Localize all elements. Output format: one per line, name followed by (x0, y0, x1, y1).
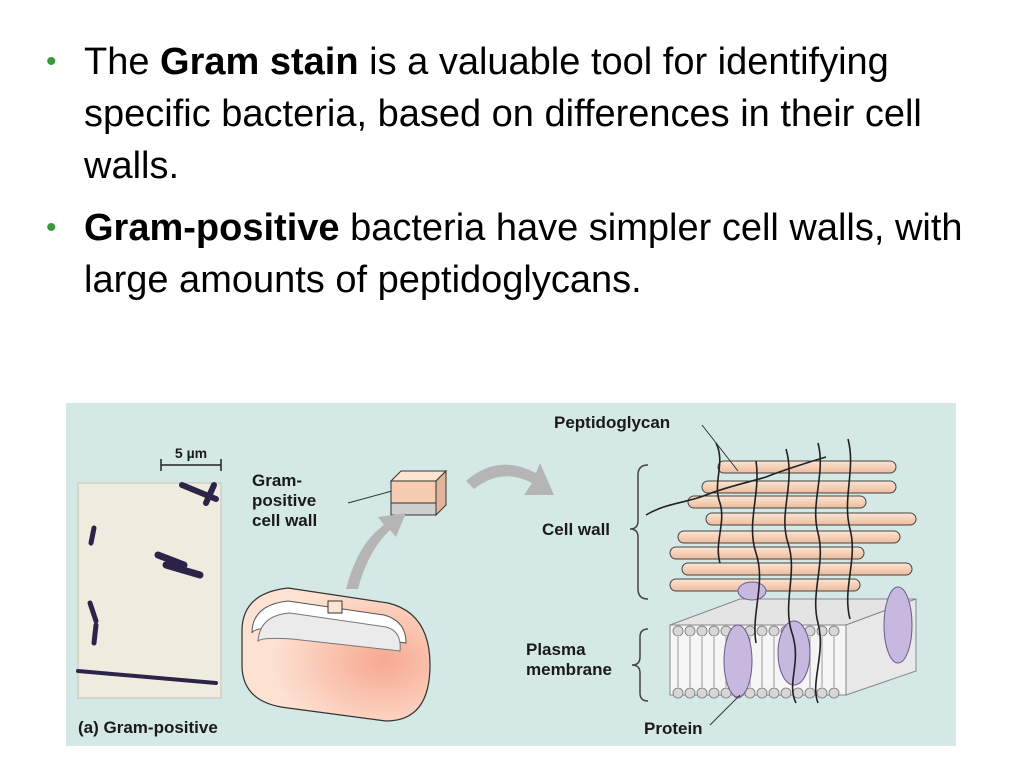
scale-bar: 5 µm (160, 445, 222, 471)
gram-positive-figure: 5 µm Gram- positive cell wall (66, 403, 956, 746)
protein-2 (777, 620, 811, 686)
bacterium-cell (241, 587, 431, 722)
bullet-dot-icon: • (46, 211, 57, 244)
cell-wall-brace (629, 464, 649, 600)
figure-caption: (a) Gram-positive (78, 718, 218, 737)
micrograph (76, 482, 222, 699)
bullet-gram-positive: • Gram-positive bacteria have simpler ce… (44, 202, 984, 306)
bullet-1-pre: The (84, 41, 161, 83)
protein-3 (883, 586, 913, 664)
peptidoglycan-label: Peptidoglycan (554, 413, 670, 432)
cell-wall-struct-label: Cell wall (542, 520, 610, 539)
bullet-dot-icon: • (46, 45, 57, 78)
scale-label: 5 µm (175, 445, 207, 461)
bullet-1-post: is a valuable tool for identifying speci… (84, 41, 922, 187)
up-arrow-icon (346, 513, 406, 589)
bullet-gram-stain: • The Gram stain is a valuable tool for … (44, 36, 984, 192)
bullet-list: • The Gram stain is a valuable tool for … (44, 36, 984, 316)
peptidoglycan-layers (669, 460, 917, 592)
protein-1 (723, 624, 753, 698)
protein-label: Protein (644, 719, 703, 738)
plasma-label-2: membrane (526, 660, 612, 679)
bullet-1-bold: Gram stain (160, 41, 359, 83)
plasma-label-1: Plasma (526, 640, 586, 659)
bullet-2-post: bacteria have simpler cell walls, with l… (84, 207, 963, 301)
cell-wall-label-1: Gram- (252, 471, 302, 490)
cell-wall-label-3: cell wall (252, 511, 317, 530)
cell-wall-cube (389, 469, 448, 517)
membrane-brace (631, 628, 649, 702)
teichoic-threads (645, 438, 854, 704)
bullet-2-bold: Gram-positive (84, 207, 340, 249)
right-arrow-icon (466, 463, 554, 495)
cell-wall-label-2: positive (252, 491, 316, 510)
figure-svg: 5 µm Gram- positive cell wall (76, 413, 917, 738)
plasma-membrane (669, 581, 917, 699)
